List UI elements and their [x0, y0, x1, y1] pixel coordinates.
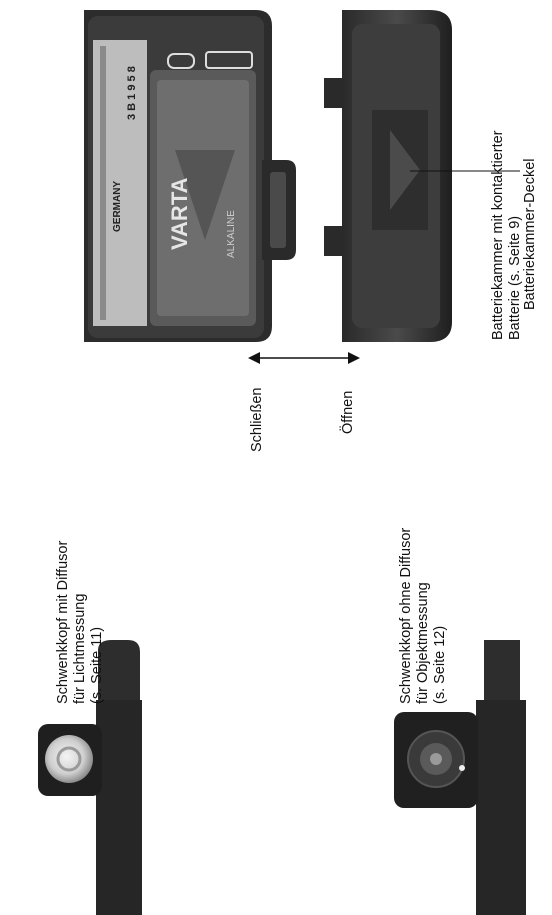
- head-object-line3: (s. Seite 12): [432, 528, 449, 704]
- close-label: Schließen: [249, 388, 266, 452]
- battery-brand: VARTA: [168, 177, 192, 250]
- battery-chamber-image: [84, 10, 296, 342]
- battery-sub-text: ALKALINE: [226, 210, 238, 258]
- open-label: Öffnen: [340, 391, 357, 434]
- battery-lid-label: Batteriekammer-Deckel: [522, 159, 539, 311]
- head-object-line1: Schwenkkopf ohne Diffusor: [398, 528, 415, 704]
- head-diffusor-line1: Schwenkkopf mit Diffusor: [55, 541, 72, 704]
- battery-chamber-caption-line1: Batteriekammer mit kontaktierter: [490, 130, 507, 340]
- head-diffusor-line3: (s. Seite 11): [89, 541, 106, 704]
- head-diffusor-line2: für Lichtmessung: [72, 541, 89, 704]
- battery-lid-image: [324, 10, 452, 342]
- head-object-line2: für Objektmessung: [415, 528, 432, 704]
- battery-label-code: 3 B 1 9 5 8: [126, 66, 138, 120]
- battery-chamber-caption: Batteriekammer mit kontaktierter Batteri…: [490, 130, 524, 340]
- head-diffusor-caption: Schwenkkopf mit Diffusor für Lichtmessun…: [55, 541, 106, 704]
- diffusor-dome-icon: [45, 735, 93, 783]
- battery-label-country: GERMANY: [112, 181, 124, 232]
- close-open-arrow: [248, 352, 360, 364]
- head-object-caption: Schwenkkopf ohne Diffusor für Objektmess…: [398, 528, 449, 704]
